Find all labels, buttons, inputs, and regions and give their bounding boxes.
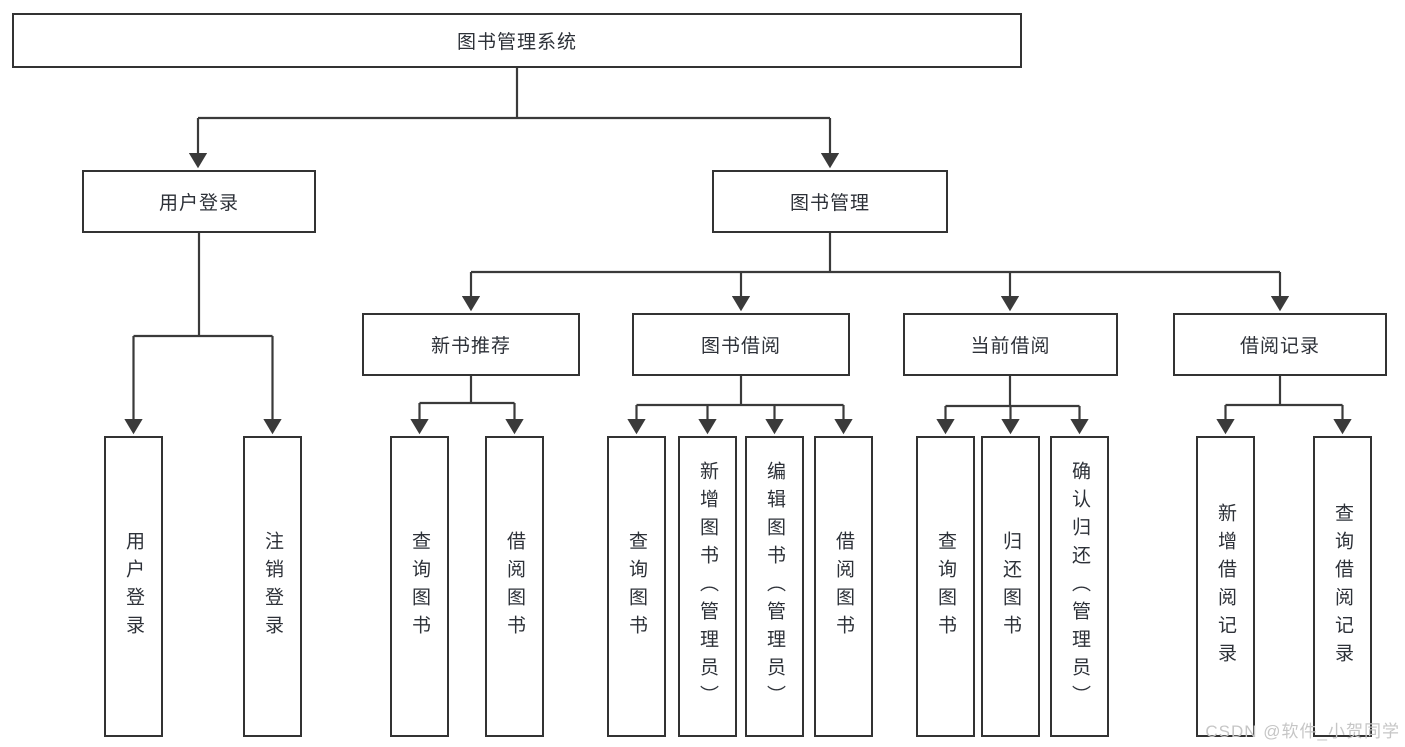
leaf-borrow-books-recommend: 借阅图书 xyxy=(485,436,544,737)
leaf-user-login: 用户登录 xyxy=(104,436,163,737)
leaf-add-books-admin: 新增图书（管理员） xyxy=(678,436,737,737)
leaf-logout: 注销登录 xyxy=(243,436,302,737)
leaf-return-books: 归还图书 xyxy=(981,436,1040,737)
leaf-query-books-borrow: 查询图书 xyxy=(607,436,666,737)
leaf-confirm-return-admin: 确认归还（管理员） xyxy=(1050,436,1109,737)
leaf-query-books-recommend: 查询图书 xyxy=(390,436,449,737)
node-root: 图书管理系统 xyxy=(12,13,1022,68)
leaf-borrow-books: 借阅图书 xyxy=(814,436,873,737)
csdn-watermark: CSDN @软件_小贺同学 xyxy=(1205,722,1400,741)
node-user-login: 用户登录 xyxy=(82,170,316,233)
node-book-management: 图书管理 xyxy=(712,170,948,233)
leaf-add-borrow-record: 新增借阅记录 xyxy=(1196,436,1255,737)
node-book-borrow: 图书借阅 xyxy=(632,313,850,376)
node-current-borrow: 当前借阅 xyxy=(903,313,1118,376)
leaf-query-borrow-record: 查询借阅记录 xyxy=(1313,436,1372,737)
node-new-book-recommend: 新书推荐 xyxy=(362,313,580,376)
node-borrow-records: 借阅记录 xyxy=(1173,313,1387,376)
leaf-edit-books-admin: 编辑图书（管理员） xyxy=(745,436,804,737)
leaf-query-books-current: 查询图书 xyxy=(916,436,975,737)
